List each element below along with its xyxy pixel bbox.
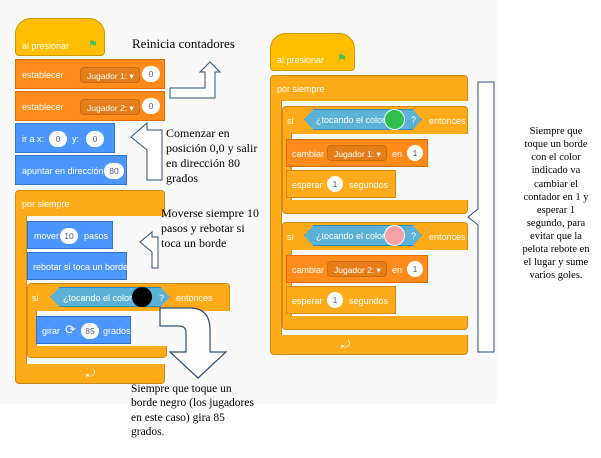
if-label: si bbox=[32, 293, 39, 303]
question-mark: ? bbox=[411, 231, 417, 241]
goto-label: ir a x: bbox=[22, 134, 45, 144]
variable-dropdown[interactable]: Jugador 1: ▾ bbox=[80, 67, 140, 83]
turn-label: girar bbox=[42, 326, 61, 336]
set1-value-input[interactable]: 0 bbox=[142, 66, 160, 82]
change-jugador1-block[interactable]: cambiar Jugador 1: ▾ en 1 bbox=[286, 139, 428, 167]
color-swatch-black[interactable] bbox=[132, 287, 152, 307]
when-flag-clicked-hat-2[interactable]: al presionar ⚑ bbox=[270, 33, 355, 71]
loop-arrow-icon: ⤾ bbox=[341, 339, 351, 351]
seconds-unit: segundos bbox=[349, 296, 389, 306]
score-arrow-shape bbox=[467, 81, 495, 353]
hat-label: al presionar bbox=[277, 55, 325, 65]
note-start: Comenzar en posición 0,0 y salir en dire… bbox=[166, 126, 258, 185]
touching-color-label: ¿tocando el color bbox=[316, 231, 386, 241]
variable-dropdown[interactable]: Jugador 2: ▾ bbox=[80, 99, 140, 115]
move-label: mover bbox=[34, 231, 60, 241]
set-jugador1-block[interactable]: establecer Jugador 1: ▾ a bbox=[15, 59, 165, 89]
note-move: Moverse siempre 10 pasos y rebotar si to… bbox=[161, 206, 259, 250]
change-jugador2-block[interactable]: cambiar Jugador 2: ▾ en 1 bbox=[286, 255, 428, 283]
if-bottom-1 bbox=[282, 200, 468, 214]
y-input[interactable]: 0 bbox=[86, 131, 104, 147]
note-score: Siempre que toque un borde con el color … bbox=[522, 126, 590, 282]
black-arrow-shape bbox=[159, 307, 228, 379]
change-value-input[interactable]: 1 bbox=[407, 145, 423, 161]
forever-block[interactable]: por siempre bbox=[15, 190, 165, 216]
if-label: si bbox=[287, 116, 294, 126]
variable-dropdown[interactable]: Jugador 1: ▾ bbox=[327, 145, 387, 161]
move-arrow-shape bbox=[139, 230, 159, 269]
touching-color-label: ¿tocando el color bbox=[63, 293, 133, 303]
reset-arrow-shape bbox=[169, 61, 222, 99]
green-flag-icon: ⚑ bbox=[88, 39, 98, 51]
forever-bottom-2[interactable]: ⤾ bbox=[270, 335, 468, 355]
wait-input[interactable]: 1 bbox=[327, 176, 343, 192]
steps-input[interactable]: 10 bbox=[60, 228, 78, 244]
set-label: establecer bbox=[22, 102, 64, 112]
steps-unit: pasos bbox=[84, 231, 109, 241]
if-arm-2 bbox=[282, 249, 292, 319]
wait-block-1[interactable]: esperar 1 segundos bbox=[286, 170, 396, 198]
degrees-input[interactable]: 85 bbox=[81, 323, 99, 339]
set-jugador2-block[interactable]: establecer Jugador 2: ▾ a bbox=[15, 91, 165, 121]
x-input[interactable]: 0 bbox=[49, 131, 67, 147]
by-label: en bbox=[392, 149, 403, 159]
forever-arm bbox=[15, 215, 27, 365]
if-label: si bbox=[287, 232, 294, 242]
note-black: Siempre que toque un borde negro (los ju… bbox=[131, 383, 254, 439]
wait-label: esperar bbox=[292, 180, 323, 190]
note-reset: Reinicia contadores bbox=[132, 36, 235, 51]
set2-value-input[interactable]: 0 bbox=[142, 98, 160, 114]
forever-block-2[interactable]: por siempre bbox=[270, 75, 468, 101]
question-mark: ? bbox=[411, 115, 417, 125]
by-label: en bbox=[392, 265, 403, 275]
if-bottom bbox=[27, 346, 167, 358]
wait-block-2[interactable]: esperar 1 segundos bbox=[286, 286, 396, 314]
change-label: cambiar bbox=[292, 265, 325, 275]
loop-arrow-icon: ⤾ bbox=[86, 368, 96, 380]
green-flag-icon: ⚑ bbox=[337, 53, 347, 65]
point-label: apuntar en dirección bbox=[22, 166, 104, 176]
start-arrow-shape bbox=[130, 121, 163, 181]
bounce-label: rebotar si toca un borde bbox=[33, 262, 129, 272]
forever-label: por siempre bbox=[22, 199, 70, 209]
change-value-input[interactable]: 1 bbox=[407, 261, 423, 277]
color-swatch-pink[interactable] bbox=[384, 225, 405, 246]
rotate-right-icon: ⟳ bbox=[65, 322, 76, 337]
when-flag-clicked-hat[interactable]: al presionar ⚑ bbox=[15, 18, 105, 56]
turn-block[interactable]: girar ⟳ 85 grados bbox=[36, 316, 131, 344]
then-label: entonces bbox=[176, 293, 213, 303]
forever-arm-2 bbox=[270, 100, 282, 340]
degrees-unit: grados bbox=[103, 326, 131, 336]
set-label: establecer bbox=[22, 70, 64, 80]
point-direction-block[interactable]: apuntar en dirección 80 bbox=[15, 155, 127, 185]
touching-color-label: ¿tocando el color bbox=[316, 115, 386, 125]
bounce-block[interactable]: rebotar si toca un borde bbox=[27, 252, 129, 280]
wait-input[interactable]: 1 bbox=[327, 292, 343, 308]
hat-label: al presionar bbox=[22, 41, 70, 51]
move-block[interactable]: mover 10 pasos bbox=[27, 221, 113, 249]
if-bottom-2 bbox=[282, 316, 468, 330]
direction-input[interactable]: 80 bbox=[104, 163, 124, 179]
then-label: entonces bbox=[429, 232, 466, 242]
variable-dropdown[interactable]: Jugador 2: ▾ bbox=[327, 261, 387, 277]
seconds-unit: segundos bbox=[349, 180, 389, 190]
forever-bottom[interactable]: ⤾ bbox=[15, 364, 165, 384]
y-label: y: bbox=[72, 134, 80, 144]
then-label: entonces bbox=[429, 116, 466, 126]
if-arm-1 bbox=[282, 133, 292, 203]
code-area[interactable]: al presionar ⚑ establecer Jugador 1: ▾ a… bbox=[0, 0, 497, 404]
color-swatch-green[interactable] bbox=[384, 109, 405, 130]
goto-xy-block[interactable]: ir a x: 0 y: 0 bbox=[15, 123, 115, 153]
question-mark: ? bbox=[159, 293, 165, 303]
forever-label: por siempre bbox=[277, 84, 325, 94]
change-label: cambiar bbox=[292, 149, 325, 159]
wait-label: esperar bbox=[292, 296, 323, 306]
